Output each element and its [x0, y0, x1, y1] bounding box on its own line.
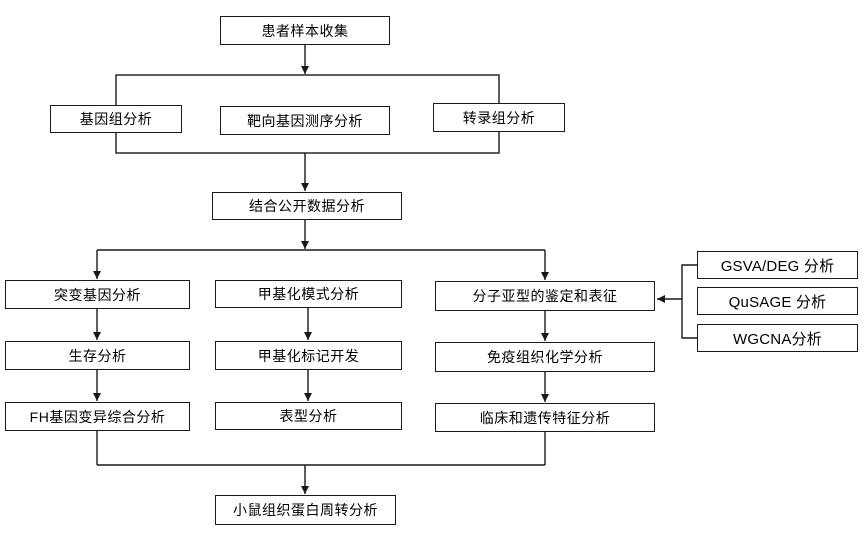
node-molecular-subtype-label: 分子亚型的鉴定和表征 [472, 288, 618, 304]
node-patient-sample: 患者样本收集 [220, 16, 390, 45]
node-methylation-pattern-analysis: 甲基化模式分析 [215, 280, 402, 308]
node-public-data-analysis-label: 结合公开数据分析 [249, 198, 365, 214]
node-clinical-genetic-analysis: 临床和遗传特征分析 [435, 403, 655, 432]
node-clinical-genetic-analysis-label: 临床和遗传特征分析 [479, 409, 611, 426]
side-bracket-line [681, 264, 697, 339]
connector-group [93, 45, 697, 494]
node-public-data-analysis: 结合公开数据分析 [212, 192, 402, 220]
node-mutation-gene-analysis-label: 突变基因分析 [54, 286, 141, 303]
node-survival-analysis: 生存分析 [5, 341, 190, 370]
node-mutation-gene-analysis: 突变基因分析 [5, 280, 190, 309]
node-methylation-marker-development-label: 甲基化标记开发 [257, 347, 360, 364]
node-ihc-analysis-label: 免疫组织化学分析 [487, 349, 603, 365]
node-gsva-deg-analysis: GSVA/DEG 分析 [697, 251, 858, 279]
node-genome-analysis-label: 基因组分析 [79, 111, 153, 127]
node-fh-comprehensive-analysis: FH基因变异综合分析 [5, 402, 190, 431]
node-methylation-marker-development: 甲基化标记开发 [215, 341, 402, 370]
node-phenotype-analysis: 表型分析 [215, 402, 402, 430]
node-ihc-analysis: 免疫组织化学分析 [435, 342, 655, 372]
node-phenotype-analysis-label: 表型分析 [279, 408, 338, 424]
node-patient-sample-label: 患者样本收集 [261, 22, 349, 39]
node-targeted-sequencing-label: 靶向基因测序分析 [247, 112, 363, 129]
node-wgcna-analysis-label: WGCNA分析 [733, 330, 822, 348]
node-qusage-analysis-label: QuSAGE 分析 [728, 293, 827, 311]
node-fh-comprehensive-analysis-label: FH基因变异综合分析 [29, 408, 166, 425]
node-gsva-deg-analysis-label: GSVA/DEG 分析 [720, 257, 835, 275]
node-genome-analysis: 基因组分析 [50, 105, 182, 133]
node-transcriptome-analysis: 转录组分析 [433, 103, 565, 132]
node-methylation-pattern-analysis-label: 甲基化模式分析 [257, 286, 360, 302]
node-transcriptome-analysis-label: 转录组分析 [462, 109, 536, 126]
node-qusage-analysis: QuSAGE 分析 [697, 287, 858, 315]
node-mouse-protein-turnover: 小鼠组织蛋白周转分析 [215, 495, 396, 525]
node-survival-analysis-label: 生存分析 [68, 347, 127, 364]
node-mouse-protein-turnover-label: 小鼠组织蛋白周转分析 [233, 502, 378, 518]
node-targeted-sequencing: 靶向基因测序分析 [220, 106, 390, 135]
node-wgcna-analysis: WGCNA分析 [697, 324, 858, 352]
node-molecular-subtype: 分子亚型的鉴定和表征 [435, 281, 655, 311]
